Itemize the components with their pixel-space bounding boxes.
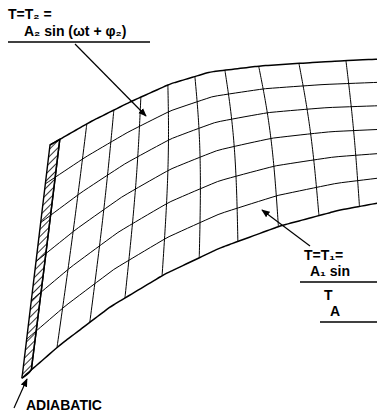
underline [8, 41, 150, 42]
boundary-condition: A [330, 303, 340, 319]
underline [300, 281, 377, 282]
boundary-condition: T=T₁= [304, 247, 343, 263]
boundary-condition: A₂ sin (ωt + φ₂) [24, 23, 126, 39]
boundary-condition: T [324, 287, 333, 303]
leader-arrow [14, 379, 27, 408]
finite-element-mesh [22, 58, 377, 378]
mesh-line [45, 82, 377, 184]
mesh-line [41, 105, 377, 223]
mesh-line [259, 66, 279, 226]
mesh-line [195, 77, 200, 258]
mesh-line [31, 139, 59, 370]
mesh-line [90, 110, 114, 322]
mesh-line [57, 124, 87, 348]
mesh-line [346, 61, 360, 207]
mesh-line [36, 129, 377, 262]
boundary-condition: T=T₂ = [8, 6, 52, 22]
boundary-condition: A₁ sin [310, 263, 350, 279]
underline [320, 321, 377, 322]
leader-arrow [75, 44, 146, 116]
mesh-line [31, 152, 377, 300]
boundary-label: ADIABATIC [26, 397, 102, 413]
mesh-line [225, 70, 238, 241]
adiabatic-band [22, 139, 60, 378]
leader-arrow [262, 210, 310, 246]
mesh-line [22, 199, 377, 378]
